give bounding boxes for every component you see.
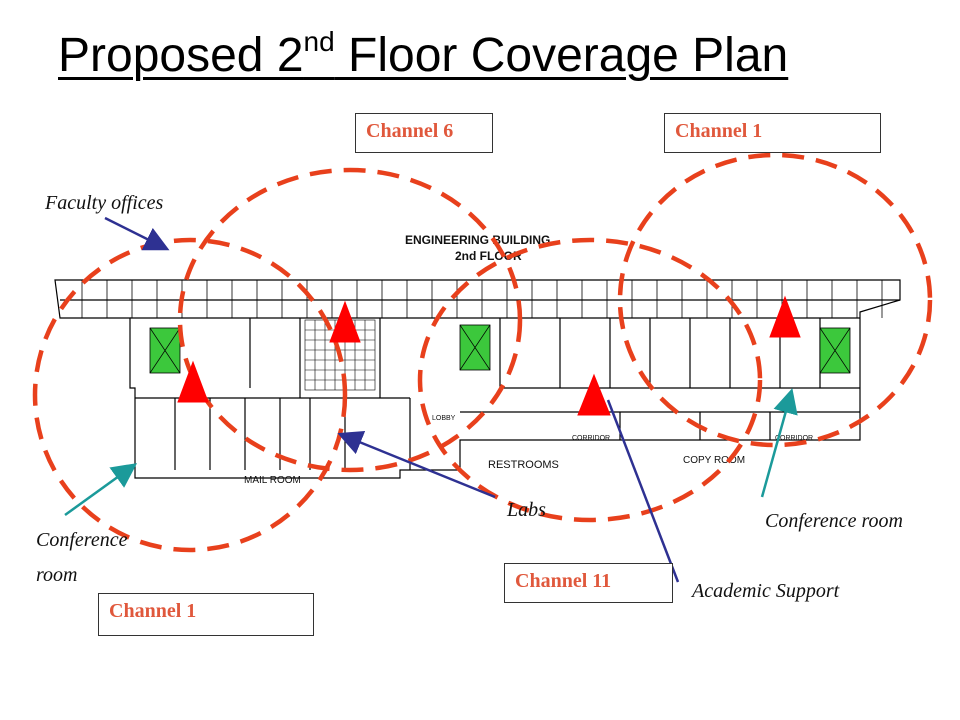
faculty-offices-label: Faculty offices [45, 192, 164, 214]
arrow-conference-room-right [760, 388, 798, 498]
arrow-academic-support [606, 399, 680, 583]
slide-title: Proposed 2nd Floor Coverage Plan [58, 26, 789, 83]
mail-room-label: MAIL ROOM [244, 475, 301, 486]
building-title-line1: ENGINEERING BUILDING [405, 233, 550, 247]
access-point-channel1-right [769, 295, 801, 338]
access-point-channel6 [329, 300, 361, 343]
corridor-label-1: CORRIDOR [572, 435, 610, 442]
title-rest: Floor Coverage Plan [334, 29, 789, 82]
title-main: Proposed 2 [58, 29, 304, 82]
restrooms-label: RESTROOMS [488, 459, 559, 471]
office-dividers [81, 280, 883, 318]
access-point-channel1-left [177, 360, 209, 403]
arrow-conference-room-left [64, 463, 138, 517]
channel-label-bottom-mid: Channel 11 [504, 563, 673, 603]
conference-room-right-label: Conference room [765, 510, 903, 532]
conference-room-left-line1: Conference [36, 529, 128, 551]
copy-room-label: COPY ROOM [683, 455, 745, 466]
title-superscript: nd [303, 26, 335, 57]
academic-support-label: Academic Support [692, 580, 840, 602]
access-points [177, 295, 801, 416]
coverage-areas [32, 152, 933, 553]
lobby-label: LOBBY [432, 415, 456, 422]
building-title-line2: 2nd FLOOR [455, 249, 522, 263]
arrow-labs [337, 430, 496, 499]
coverage-circle-channel6 [177, 167, 523, 473]
conference-room-left-line2: room [36, 564, 78, 586]
coverage-circle-channel1-left [32, 237, 348, 553]
channel-label-top-left: Channel 6 [355, 113, 493, 153]
labs-label: Labs [507, 499, 546, 521]
arrow-faculty-offices [104, 216, 170, 251]
corridor-label-2: CORRIDOR [775, 435, 813, 442]
coverage-circle-channel11 [417, 237, 763, 523]
coverage-circle-channel1-right [617, 152, 933, 448]
access-point-channel11 [577, 373, 611, 416]
channel-label-top-right: Channel 1 [664, 113, 881, 153]
channel-label-bottom-left: Channel 1 [98, 593, 314, 636]
